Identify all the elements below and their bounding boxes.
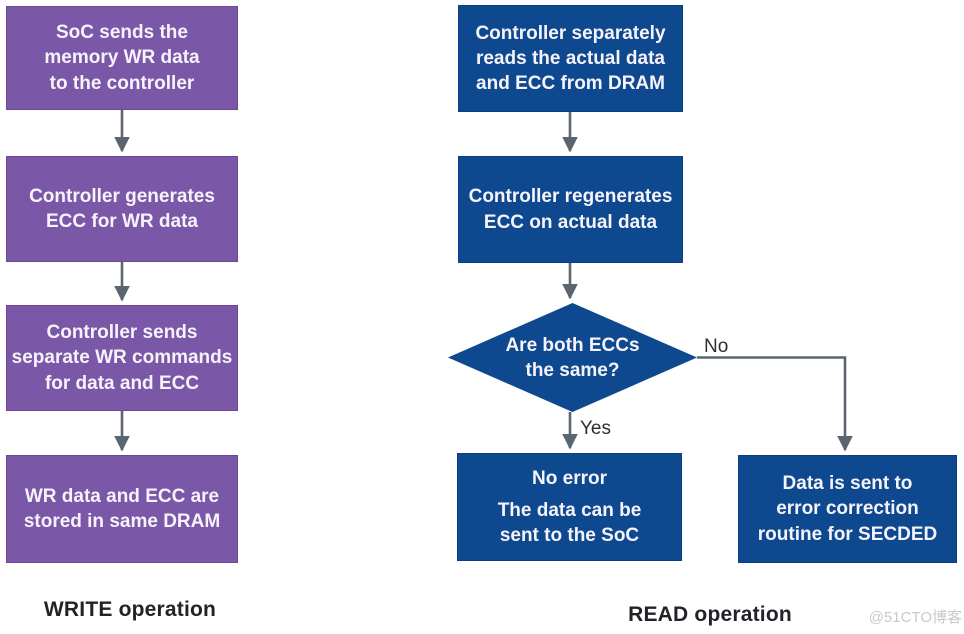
write-step-2-box: Controller generates ECC for WR data (6, 156, 238, 262)
secded-outcome-box: Data is sent to error correction routine… (738, 455, 957, 563)
no-branch-label: No (704, 336, 729, 357)
no-error-line: No error (532, 467, 607, 489)
read-operation-title: READ operation (628, 603, 792, 626)
no-error-outcome-box: No error The data can be sent to the SoC (457, 453, 682, 561)
write-step-1-box: SoC sends the memory WR data to the cont… (6, 6, 238, 110)
write-operation-title: WRITE operation (43, 598, 217, 621)
arrow-no-branch-icon (697, 356, 853, 452)
read-step-2-box: Controller regenerates ECC on actual dat… (458, 156, 683, 263)
write-step-3-box: Controller sends separate WR commands fo… (6, 305, 238, 411)
decision-diamond-label: Are both ECCs the same? (505, 334, 640, 381)
site-watermark: @51CTO博客 (868, 609, 962, 626)
read-step-1-box: Controller separately reads the actual d… (458, 5, 683, 112)
write-step-4-box: WR data and ECC are stored in same DRAM (6, 455, 238, 563)
yes-branch-label: Yes (580, 418, 611, 439)
data-sent-soc-line: The data can be sent to the SoC (497, 499, 642, 547)
